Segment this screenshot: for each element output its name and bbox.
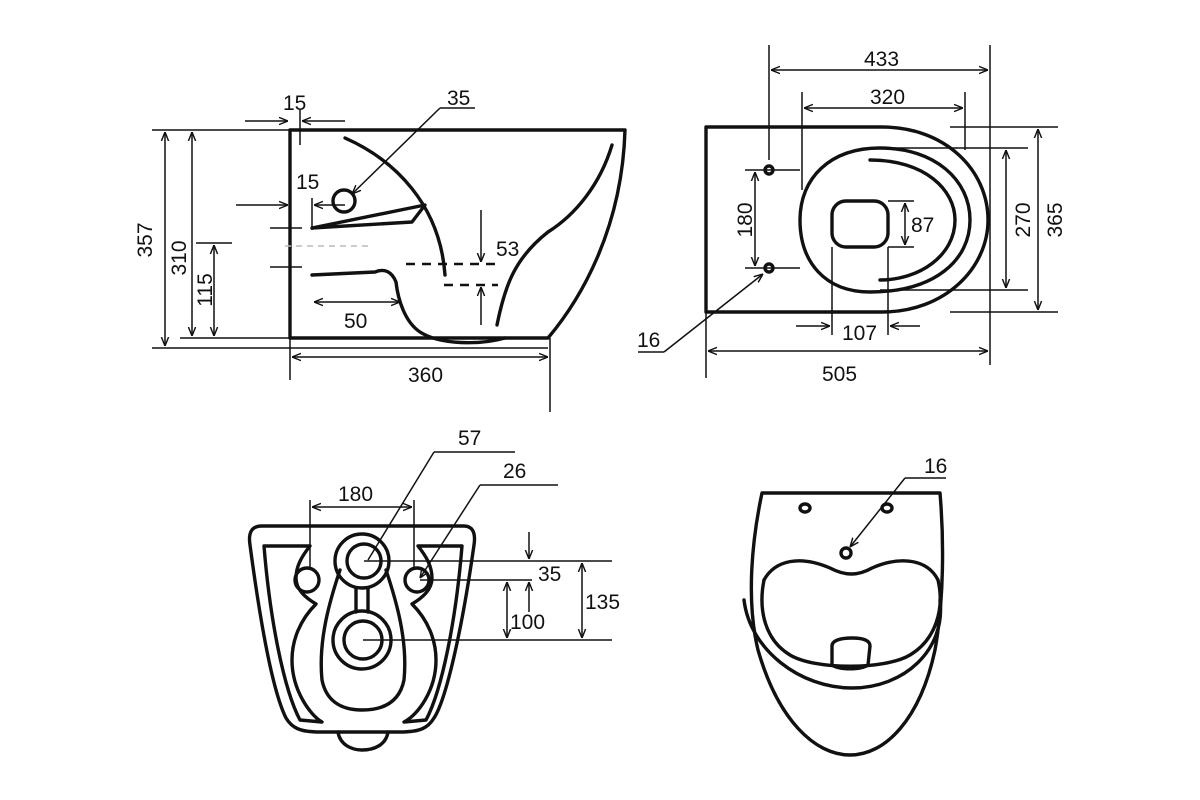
front-view-bowl-opening <box>762 559 940 582</box>
dim-357-label: 357 <box>134 222 157 257</box>
back-view-outline <box>247 524 477 734</box>
back-view-inner-frame <box>262 544 324 724</box>
side-view-body-outline <box>288 128 627 340</box>
leader-26 <box>420 484 481 578</box>
dim-360-label: 360 <box>408 364 443 387</box>
dim-365-label: 365 <box>1044 202 1067 237</box>
leader-57 <box>367 451 435 561</box>
dim-57-label: 57 <box>458 427 481 450</box>
dim-100-label: 100 <box>510 611 545 634</box>
side-view-rim-curve <box>495 143 614 327</box>
leader-35 <box>352 107 441 194</box>
back-view-center-body <box>319 568 407 712</box>
front-view-outer-shell <box>749 491 945 757</box>
dim-180-label: 180 <box>338 483 373 506</box>
dim-310-label: 310 <box>168 240 191 275</box>
dim-53-label: 53 <box>496 238 519 261</box>
leader-16 <box>663 274 763 353</box>
dim-15-mid-label: 15 <box>296 171 319 194</box>
dim-35-label: 35 <box>538 563 561 586</box>
dim-107-label: 107 <box>842 322 877 345</box>
back-view-bottom-lobe <box>336 730 390 752</box>
dim-115-label: 115 <box>194 273 217 306</box>
dim-135-label: 135 <box>585 591 620 614</box>
dim-16-label: 16 <box>637 329 660 352</box>
side-view-bowl-curve <box>343 136 447 277</box>
side-view: 357 310 115 15 35 15 53 50 360 <box>134 87 627 412</box>
front-view-drain <box>830 636 872 671</box>
top-view-body-outline <box>704 125 990 314</box>
back-view-inner-frame <box>402 544 464 724</box>
front-view: 16 <box>742 455 947 757</box>
front-view-mount-hole <box>798 502 812 514</box>
front-view-rim-lower <box>742 598 943 690</box>
top-view-bowl-inner <box>868 158 957 282</box>
top-view-drain <box>830 199 890 249</box>
front-view-bowl-inner <box>760 578 942 668</box>
side-view-siphon <box>310 203 507 345</box>
dim-15-top-label: 15 <box>283 92 306 115</box>
leader-16 <box>850 477 906 547</box>
dim-35-label: 35 <box>447 87 470 110</box>
dim-50-label: 50 <box>344 310 367 333</box>
dim-16-label: 16 <box>924 455 947 478</box>
dim-180-label: 180 <box>734 202 757 237</box>
top-view: 433 320 180 87 270 365 16 107 505 <box>637 45 1067 386</box>
top-view-bowl-rim <box>798 146 972 294</box>
side-view-inlet-hole <box>331 188 357 214</box>
dim-87-label: 87 <box>911 214 934 237</box>
dim-320-label: 320 <box>870 86 905 109</box>
dim-505-label: 505 <box>822 363 857 386</box>
dim-270-label: 270 <box>1012 202 1035 237</box>
front-view-inlet-hole <box>839 546 853 560</box>
dim-433-label: 433 <box>864 48 899 71</box>
back-view: 180 57 26 35 100 135 <box>247 427 620 752</box>
back-view-left-hole <box>293 566 321 594</box>
dim-26-label: 26 <box>503 460 526 483</box>
